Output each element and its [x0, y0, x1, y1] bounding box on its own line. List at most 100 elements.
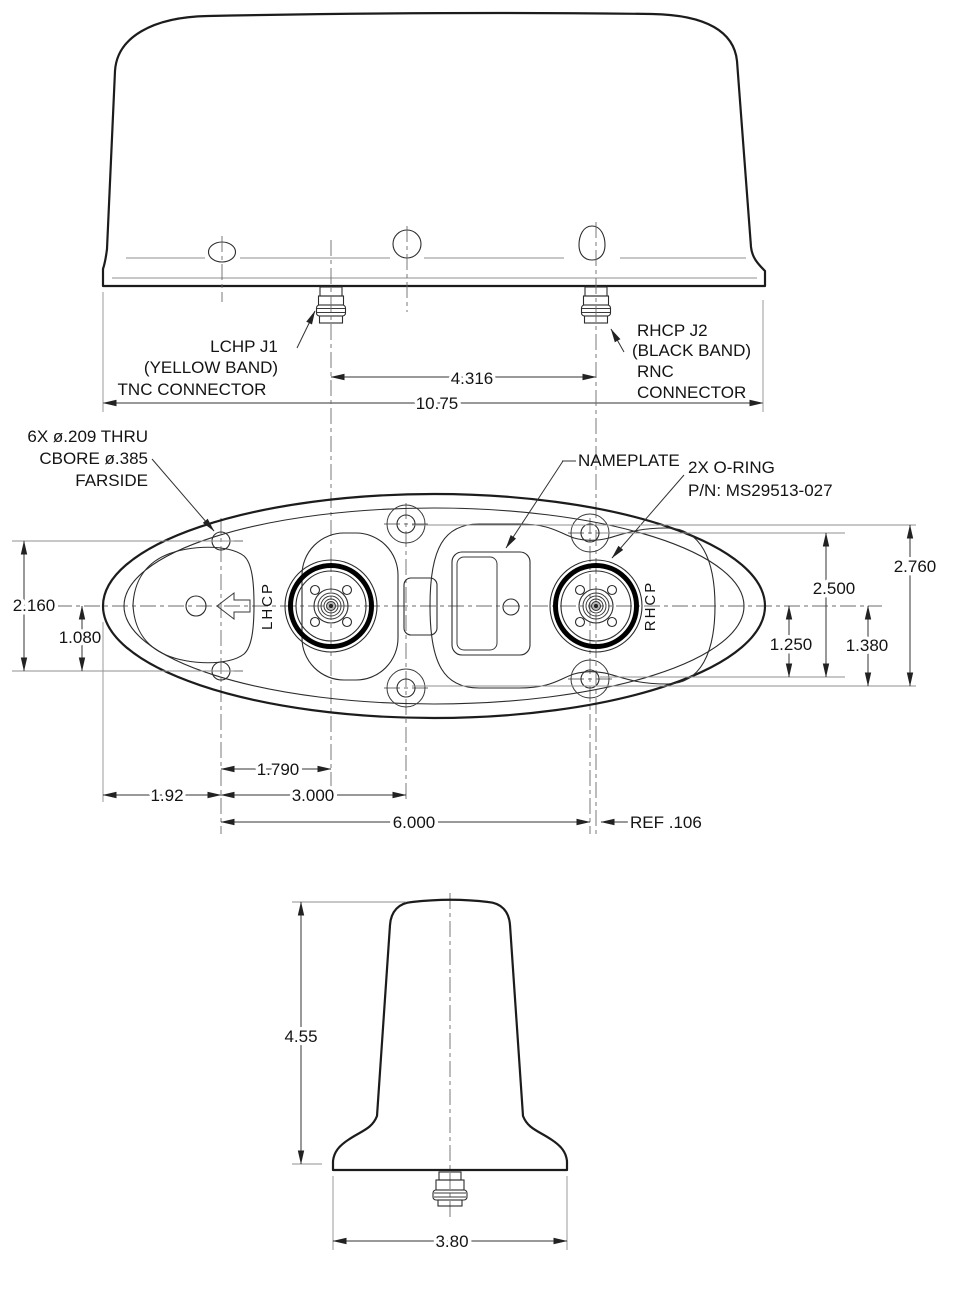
hole-callout-line1: 6X ø.209 THRU	[27, 427, 148, 446]
nameplate-callout: NAMEPLATE	[505, 451, 680, 549]
label-connector-word: CONNECTOR	[637, 383, 746, 402]
lhcp-port-ring	[320, 595, 342, 617]
rhcp-port-dot	[594, 604, 598, 608]
lhcp-connector	[284, 559, 378, 653]
scallop	[570, 659, 610, 699]
nameplate-recess	[451, 551, 531, 656]
top-view: 4.316 10.75 LCHP J1 (YELLOW BAND) TNC CO…	[101, 11, 767, 417]
label-yellow-band: (YELLOW BAND)	[144, 358, 278, 377]
lhcp-port-ring	[313, 588, 349, 624]
oring-callout-line1: 2X O-RING	[688, 458, 775, 477]
nameplate-plate	[456, 556, 498, 651]
rhcp-connector	[549, 559, 643, 653]
mounting-hole	[580, 669, 600, 689]
left-pocket-teardrop	[132, 546, 255, 664]
plan-left-dims: 2.160 1.080	[9, 540, 234, 672]
dim-hole-col-span: 6.000	[393, 813, 436, 832]
side-connector-band-lines	[434, 1192, 466, 1198]
label-black-band: (BLACK BAND)	[632, 341, 751, 360]
rhcp-port-ring	[585, 595, 607, 617]
dome-outline	[101, 11, 767, 288]
rhcp-port-ring	[582, 592, 610, 620]
lhcp-oring	[288, 563, 374, 649]
leader-oring	[611, 474, 685, 559]
dim-overall-height: 2.760	[894, 557, 937, 576]
oring-callout: 2X O-RING P/N: MS29513-027	[611, 458, 833, 559]
lhcp-flange-circle	[295, 570, 367, 642]
mounting-hole	[396, 678, 416, 698]
plan-bottom-dims: 1.790 1.92 3.000 6.000 REF .106	[102, 622, 705, 836]
hole-callout-line3: FARSIDE	[75, 471, 148, 490]
dim-ref-offset: REF .106	[630, 813, 702, 832]
label-rhcp-j2: RHCP J2	[637, 321, 708, 340]
lhcp-port-dot	[329, 604, 333, 608]
flange-hole-teardrop	[578, 225, 606, 261]
orientation-arrow-icon	[216, 591, 251, 621]
lhcp-bolt-hole	[341, 584, 353, 596]
gasket-groove-right	[429, 523, 716, 689]
oring-callout-line2: P/N: MS29513-027	[688, 481, 833, 500]
dim-center-to-outer: 1.380	[846, 636, 889, 655]
left-pocket-hole	[185, 595, 207, 617]
center-small-recess	[403, 577, 438, 636]
rhcp-bolt-hole	[574, 584, 586, 596]
leader-hole-callout	[151, 458, 215, 532]
gasket-groove-left	[301, 532, 399, 681]
label-connector-left: LCHP J1 (YELLOW BAND) TNC CONNECTOR	[118, 310, 316, 399]
lhcp-port-label: LHCP	[259, 582, 276, 630]
lhcp-bolt-hole	[309, 584, 321, 596]
baseplate-outer-edge	[101, 492, 767, 720]
side-connector	[432, 1171, 468, 1207]
rhcp-bolt-hole	[606, 584, 618, 596]
hole-callout-line2: CBORE ø.385	[39, 449, 148, 468]
dim-center-to-hole-row: 1.080	[59, 628, 102, 647]
dim-hole-col-to-center: 3.000	[292, 786, 335, 805]
side-connector-tip	[437, 1199, 463, 1207]
lhcp-groove-circle	[284, 559, 378, 653]
dim-outer-hole-rows: 2.160	[13, 596, 56, 615]
rhcp-port-ring	[578, 588, 614, 624]
label-connector-right: RHCP J2 (BLACK BAND) RNC CONNECTOR	[610, 321, 751, 402]
dim-connector-spacing: 4.316	[451, 369, 494, 388]
rhcp-oring	[553, 563, 639, 649]
scallop	[386, 668, 426, 708]
lhcp-port-ring	[323, 598, 339, 614]
hole-scallops	[386, 504, 610, 708]
side-view: 4.55 3.80	[281, 898, 569, 1255]
hole-callout: 6X ø.209 THRU CBORE ø.385 FARSIDE	[27, 427, 215, 532]
side-dims: 4.55 3.80	[281, 901, 568, 1255]
lhcp-bolt-hole	[341, 616, 353, 628]
scallop	[386, 504, 426, 544]
rhcp-groove-circle	[549, 559, 643, 653]
rhcp-bolt-hole	[574, 616, 586, 628]
plan-view: LHCP RHCP 6X ø.209 THRU CBORE ø.385 FARS…	[9, 427, 940, 836]
dim-base-width: 3.80	[435, 1232, 468, 1251]
dim-right-hole-rows: 2.500	[813, 579, 856, 598]
dim-edge-to-hole-col: 1.92	[150, 786, 183, 805]
rhcp-port-label: RHCP	[642, 581, 659, 632]
baseplate-inner-edge	[123, 507, 745, 705]
lhcp-bolt-hole	[309, 616, 321, 628]
flange-lines	[112, 257, 757, 279]
dim-height: 4.55	[284, 1027, 317, 1046]
leader-nameplate	[505, 460, 564, 549]
profile-outline	[331, 898, 569, 1172]
rhcp-bolt-hole	[606, 616, 618, 628]
mounting-hole	[580, 523, 600, 543]
label-rnc: RNC	[637, 362, 674, 381]
nameplate-callout-text: NAMEPLATE	[578, 451, 680, 470]
leader-rhcp-j2	[610, 328, 625, 353]
plan-right-dims: 2.500 2.760 1.250 1.380	[412, 524, 940, 687]
nameplate-hole	[502, 598, 520, 616]
label-lchp-j1: LCHP J1	[210, 337, 278, 356]
leader-lchp-j1	[296, 310, 316, 349]
dim-center-to-right-hole: 1.250	[770, 635, 813, 654]
rhcp-flange-circle	[560, 570, 632, 642]
mounting-hole	[396, 514, 416, 534]
rhcp-port-ring	[588, 598, 604, 614]
lhcp-port-ring	[317, 592, 345, 620]
dim-overall-width: 10.75	[416, 394, 459, 413]
label-tnc-connector: TNC CONNECTOR	[118, 380, 267, 399]
